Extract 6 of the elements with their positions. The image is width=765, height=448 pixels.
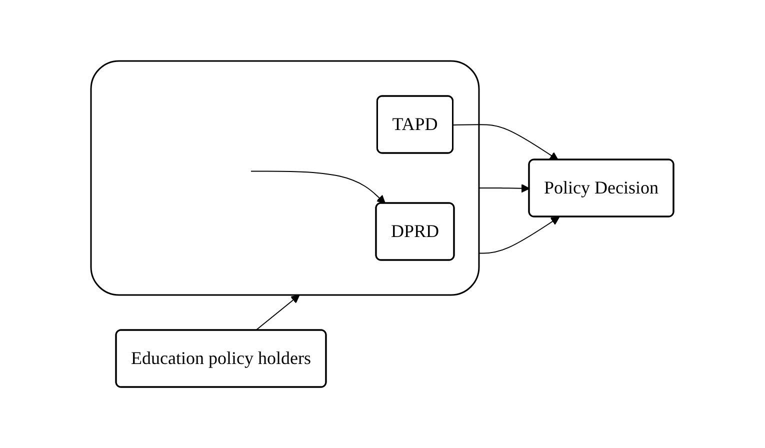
arrow xyxy=(256,294,300,330)
arrow xyxy=(478,216,560,254)
arrow xyxy=(453,124,559,160)
cluster xyxy=(90,60,480,296)
arrow xyxy=(250,170,386,204)
arrow xyxy=(478,184,530,193)
